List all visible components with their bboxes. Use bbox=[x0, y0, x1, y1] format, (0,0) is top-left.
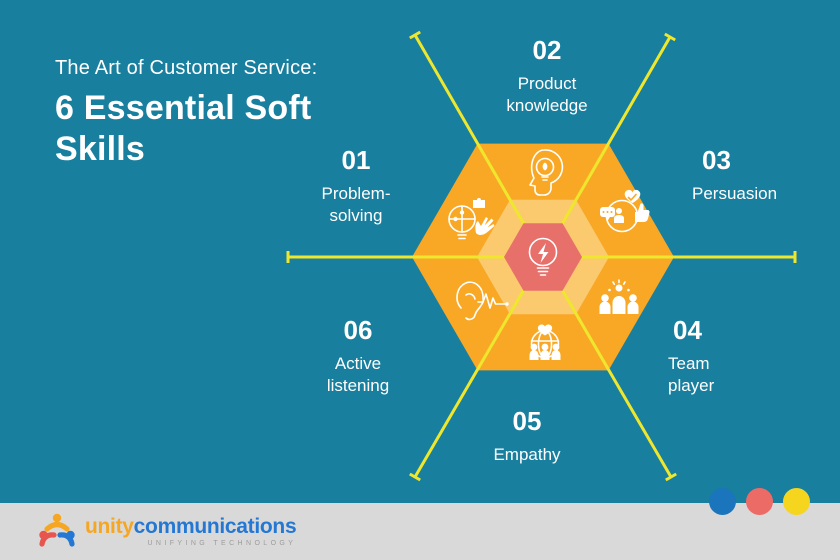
brand-tagline: UNIFYING TECHNOLOGY bbox=[147, 540, 297, 547]
skill-label-product-knowledge: 02 Product knowledge bbox=[506, 35, 587, 117]
decorative-dot-blue bbox=[709, 488, 736, 515]
skill-name: Active listening bbox=[326, 354, 390, 396]
skill-number: 04 bbox=[673, 315, 702, 345]
brand-name: unitycommunications bbox=[85, 515, 297, 538]
logo-mark-icon bbox=[39, 513, 75, 547]
skill-number: 06 bbox=[343, 315, 373, 345]
skill-label-empathy: 05 Empathy bbox=[493, 406, 560, 466]
problem-solving-icon bbox=[448, 198, 495, 240]
title-kicker: The Art of Customer Service: bbox=[55, 57, 318, 79]
skill-label-persuasion: 03 Persuasion bbox=[692, 145, 777, 205]
skill-number: 05 bbox=[512, 406, 542, 436]
skill-name: Problem- solving bbox=[321, 184, 391, 226]
unity-communications-logo: unitycommunications UNIFYING TECHNOLOGY bbox=[36, 511, 297, 553]
skill-number: 01 bbox=[341, 145, 371, 175]
skill-number: 02 bbox=[532, 35, 562, 65]
skill-name: Persuasion bbox=[692, 184, 778, 203]
lightbulb-bolt-icon bbox=[528, 237, 558, 276]
decorative-dot-red bbox=[746, 488, 773, 515]
brand-unity: unity bbox=[85, 515, 134, 538]
radial-lines bbox=[286, 30, 797, 482]
footer-bar: unitycommunications UNIFYING TECHNOLOGY bbox=[0, 503, 840, 560]
brand-communications: communications bbox=[133, 515, 297, 538]
product-knowledge-icon bbox=[529, 149, 564, 196]
skill-name: Team player bbox=[668, 354, 715, 396]
skill-label-active-listening: 06 Active listening bbox=[327, 315, 389, 397]
logo-text: unitycommunications UNIFYING TECHNOLOGY bbox=[85, 515, 297, 547]
decorative-dot-yellow bbox=[783, 488, 810, 515]
active-listening-icon bbox=[456, 281, 509, 321]
skill-name: Product knowledge bbox=[506, 74, 588, 116]
empathy-icon bbox=[529, 324, 561, 360]
skill-label-team-player: 04 Team player bbox=[668, 315, 714, 397]
team-player-icon bbox=[599, 279, 639, 314]
skill-name: Empathy bbox=[493, 445, 561, 464]
title-block: The Art of Customer Service: 6 Essential… bbox=[55, 57, 317, 171]
skill-number: 03 bbox=[702, 145, 731, 175]
persuasion-icon bbox=[600, 189, 650, 233]
page-title: 6 Essential Soft Skills bbox=[55, 89, 312, 169]
skill-label-problem-solving: 01 Problem- solving bbox=[322, 145, 391, 227]
